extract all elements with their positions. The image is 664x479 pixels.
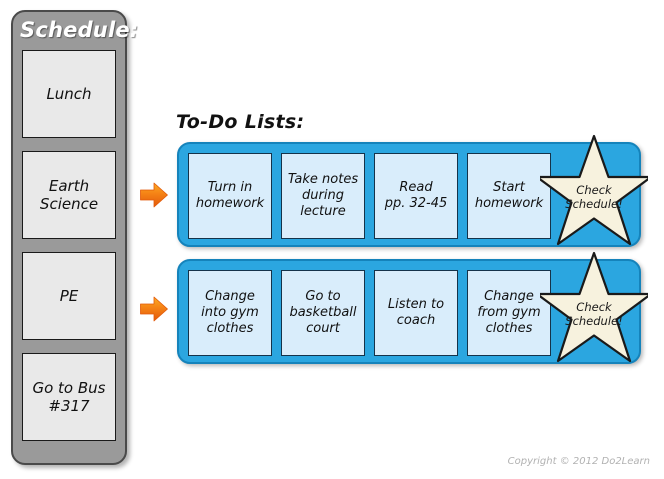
schedule-item-go-to-bus[interactable]: Go to Bus#317	[22, 353, 116, 441]
schedule-item-lunch[interactable]: Lunch	[22, 50, 116, 138]
schedule-item-pe[interactable]: PE	[22, 252, 116, 340]
right-arrow-icon	[139, 295, 169, 323]
schedule-title: Schedule:	[20, 18, 139, 42]
copyright-notice: Copyright © 2012 Do2Learn	[507, 456, 650, 467]
right-arrow-icon	[139, 181, 169, 209]
todo-lists-heading: To-Do Lists:	[176, 111, 305, 133]
